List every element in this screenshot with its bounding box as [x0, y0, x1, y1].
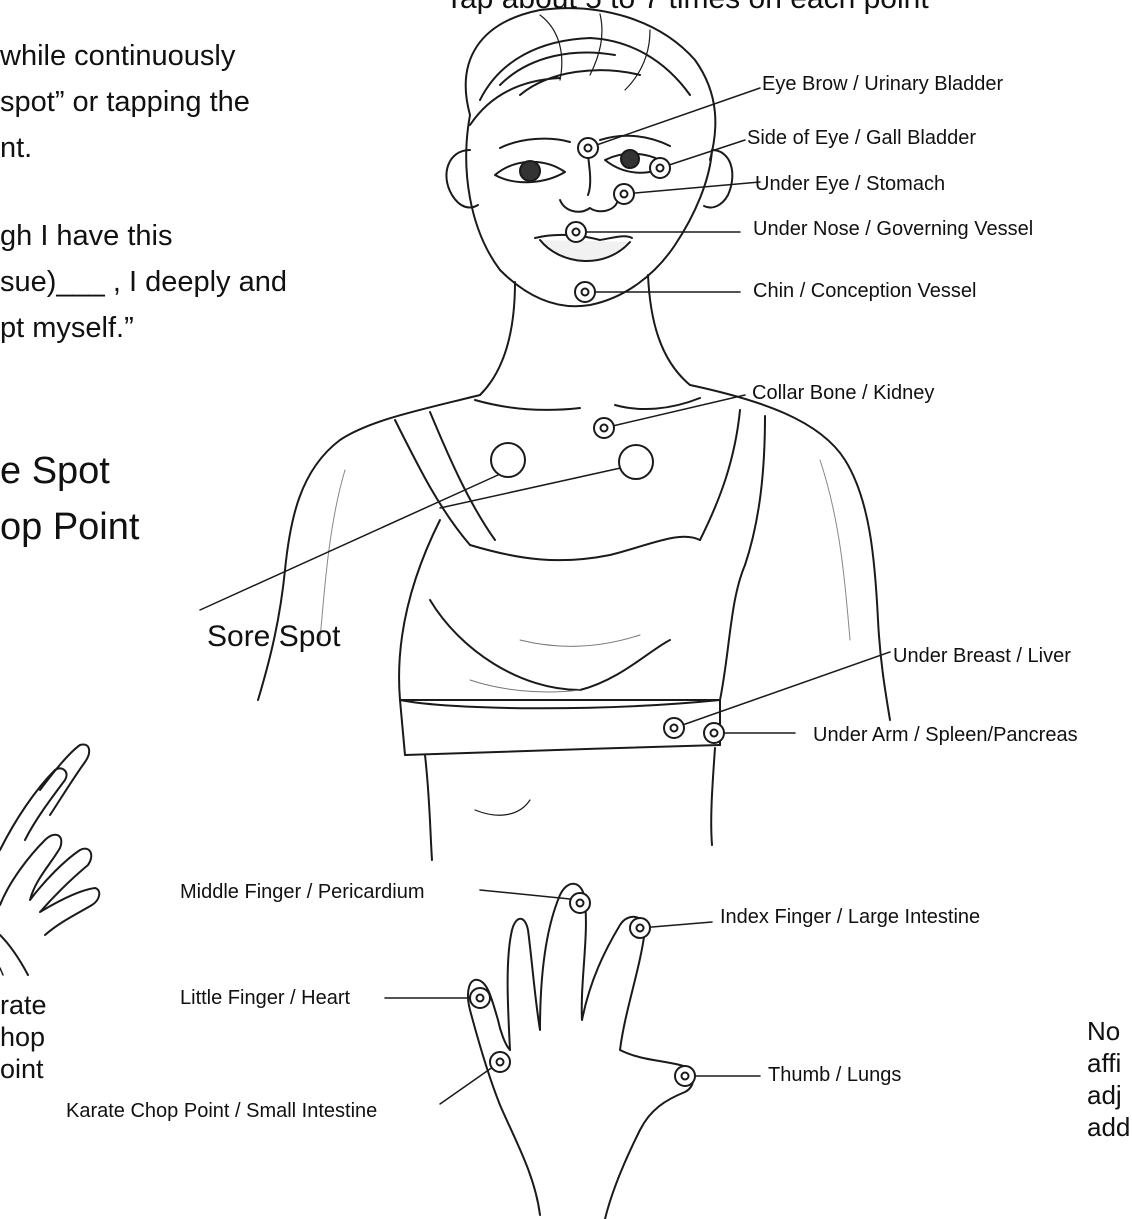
legend-karate-chop: op Point — [0, 508, 139, 546]
note-line-4: add — [1087, 1114, 1130, 1140]
label-index-finger: Index Finger / Large Intestine — [720, 907, 980, 927]
legend-sore-spot: e Spot — [0, 452, 110, 490]
note-line-2: affi — [1087, 1050, 1121, 1076]
instruction-line-1: while continuously — [0, 42, 235, 71]
side-eye-point — [650, 158, 670, 178]
head-drawing — [446, 8, 732, 395]
index-finger-point — [630, 918, 650, 938]
eyebrow-point — [578, 138, 598, 158]
instruction-line-6: pt myself.” — [0, 314, 134, 343]
chin-point — [575, 282, 595, 302]
under-arm-point — [704, 723, 724, 743]
label-under-breast: Under Breast / Liver — [893, 646, 1071, 666]
instruction-line-3: nt. — [0, 134, 32, 163]
karate-caption-line-1: rate — [0, 992, 47, 1019]
under-nose-point — [566, 222, 586, 242]
instruction-line-2: spot” or tapping the — [0, 88, 250, 117]
torso-drawing — [258, 385, 890, 860]
karate-chop-point — [490, 1052, 510, 1072]
sore-spot-left — [491, 443, 525, 477]
collar-bone-point — [594, 418, 614, 438]
under-eye-point — [614, 184, 634, 204]
label-under-eye: Under Eye / Stomach — [755, 174, 945, 194]
karate-caption-line-2: hop — [0, 1024, 45, 1051]
label-under-arm: Under Arm / Spleen/Pancreas — [813, 725, 1078, 745]
label-karate-chop: Karate Chop Point / Small Intestine — [66, 1101, 377, 1121]
sore-spot-callout: Sore Spot — [207, 622, 340, 652]
label-under-nose: Under Nose / Governing Vessel — [753, 219, 1033, 239]
karate-caption-line-3: oint — [0, 1056, 44, 1083]
instruction-line-5: sue)___ , I deeply and — [0, 268, 287, 297]
left-hand-drawing — [0, 744, 99, 975]
middle-finger-point — [570, 893, 590, 913]
label-middle-finger: Middle Finger / Pericardium — [180, 882, 425, 902]
little-finger-point — [470, 988, 490, 1008]
label-collar-bone: Collar Bone / Kidney — [752, 383, 934, 403]
label-eyebrow: Eye Brow / Urinary Bladder — [762, 74, 1003, 94]
under-breast-point — [664, 718, 684, 738]
label-thumb: Thumb / Lungs — [768, 1065, 901, 1085]
label-little-finger: Little Finger / Heart — [180, 988, 350, 1008]
label-chin: Chin / Conception Vessel — [753, 281, 976, 301]
instruction-line-4: gh I have this — [0, 222, 173, 251]
note-line-3: adj — [1087, 1082, 1122, 1108]
sore-spot-right — [619, 445, 653, 479]
note-line-1: No — [1087, 1018, 1120, 1044]
tapping-point-markers — [470, 138, 724, 1086]
thumb-point — [675, 1066, 695, 1086]
label-side-eye: Side of Eye / Gall Bladder — [747, 128, 976, 148]
